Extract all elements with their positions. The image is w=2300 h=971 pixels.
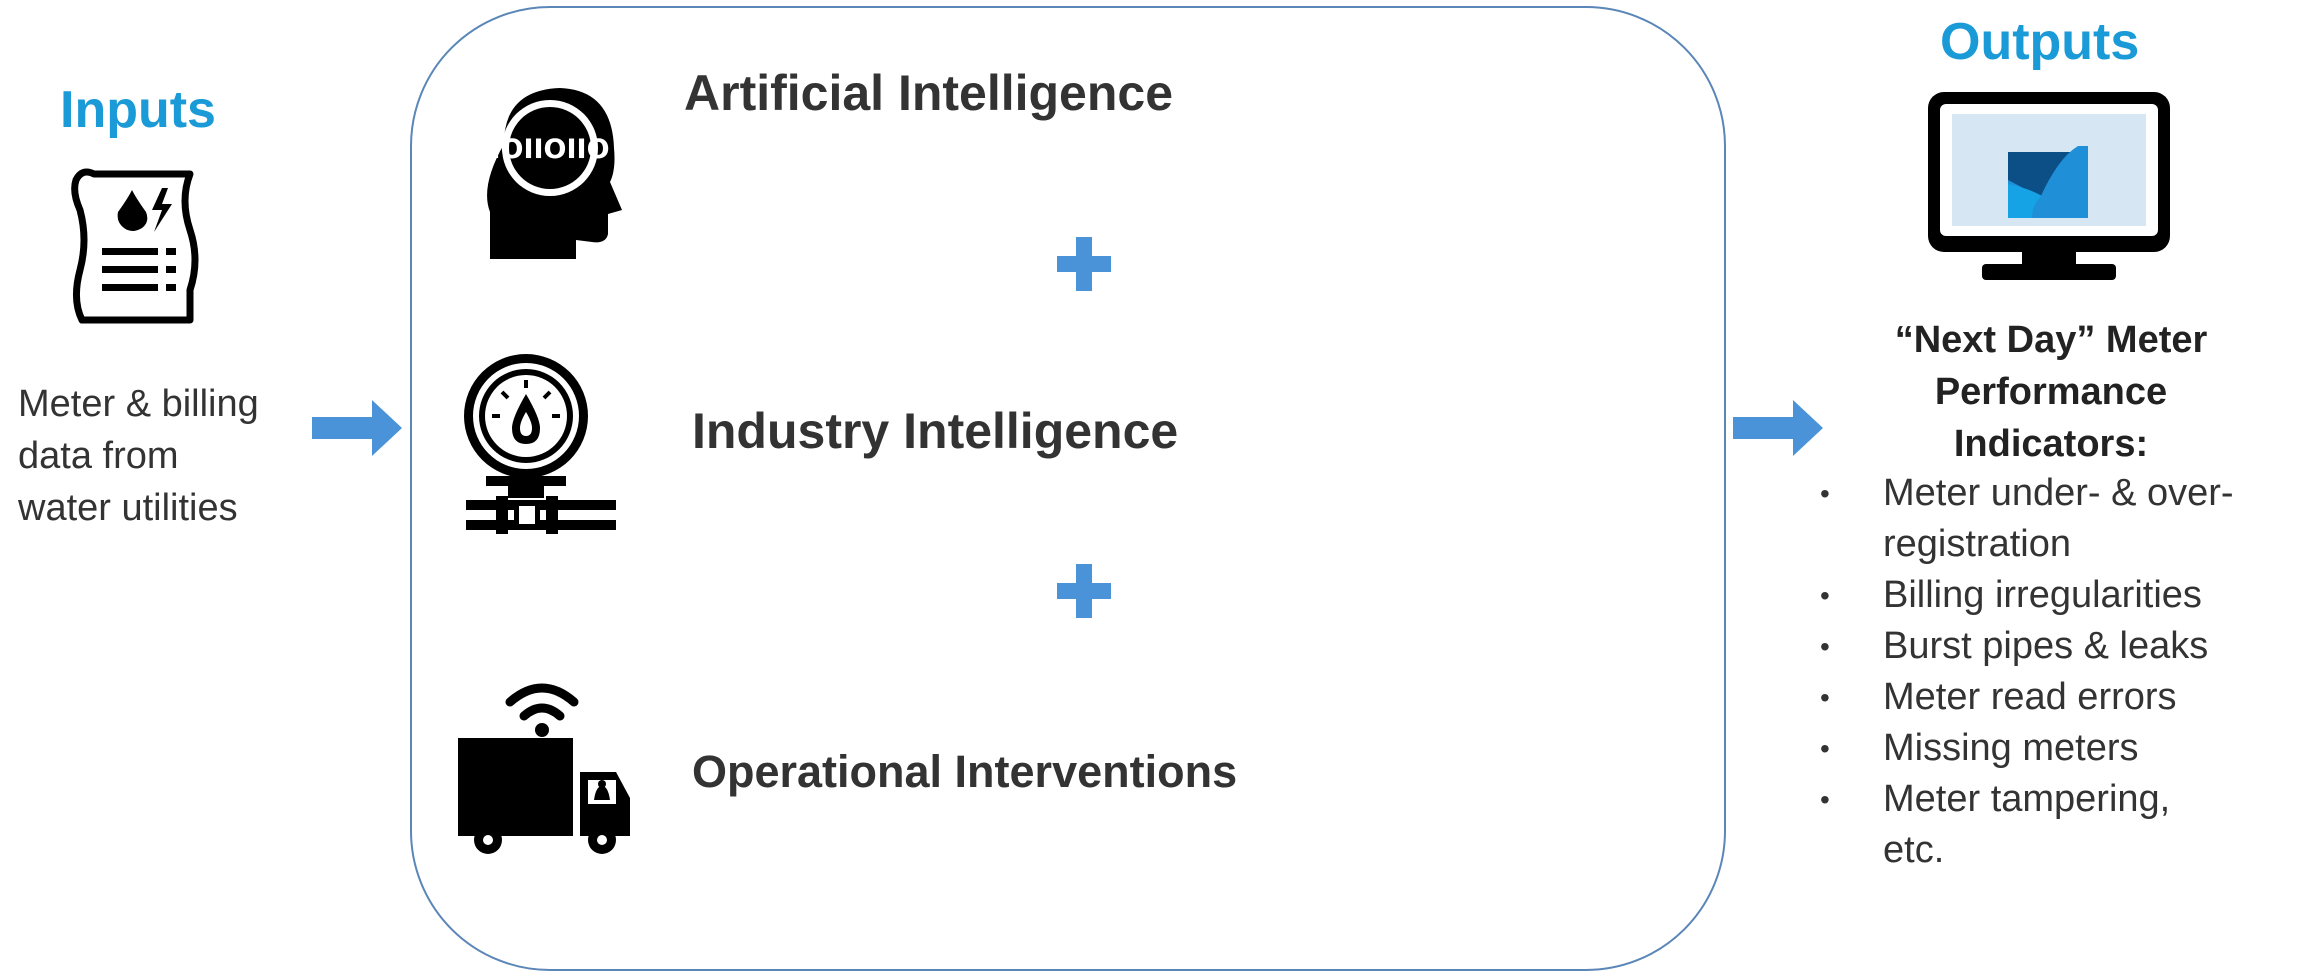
outputs-title: “Next Day” Meter Performance Indicators: [1856,314,2246,470]
list-item-line: Burst pipes & leaks [1883,625,2209,667]
list-item-line: Meter read errors [1883,676,2177,718]
outputs-bullet-list: Meter under- & over- registration Billin… [1808,468,2298,876]
list-item-line: etc. [1883,829,1945,871]
svg-text:IOIIOIIO: IOIIOIIO [490,134,609,165]
list-item: Meter under- & over- registration [1808,468,2298,570]
inputs-heading: Inputs [60,81,216,139]
plus-icon [1057,237,1111,291]
inputs-description: Meter & billing data from water utilitie… [18,378,259,534]
operational-label: Operational Interventions [692,746,1238,797]
pressure-gauge-icon [456,350,616,535]
ai-label: Artificial Intelligence [684,65,1174,121]
list-item: Missing meters [1808,723,2298,774]
bill-document-icon [58,160,208,330]
connected-truck-icon [450,672,635,857]
inputs-line: data from [18,435,179,477]
list-item: Meter tampering, etc. [1808,774,2298,876]
outputs-heading: Outputs [1940,13,2140,71]
list-item-line: Missing meters [1883,727,2139,769]
list-item: Meter read errors [1808,672,2298,723]
outputs-title-line: Performance [1934,371,2168,413]
list-item: Billing irregularities [1808,570,2298,621]
ai-head-icon: IOIIOIIO [484,84,624,259]
outputs-title-line: Indicators: [1953,423,2149,465]
plus-icon [1057,564,1111,618]
industry-label: Industry Intelligence [692,403,1179,459]
list-item-line: Meter tampering, [1883,778,2171,820]
outputs-title-line: “Next Day” Meter [1894,319,2208,361]
list-item: Burst pipes & leaks [1808,621,2298,672]
arrow-right-icon [312,400,402,456]
inputs-line: Meter & billing [18,383,259,425]
monitor-dashboard-icon [1924,88,2174,283]
list-item-line: Billing irregularities [1883,574,2202,616]
inputs-line: water utilities [18,487,238,529]
list-item-line: registration [1883,523,2071,565]
list-item-line: Meter under- & over- [1883,472,2234,514]
arrow-right-icon [1733,400,1823,456]
